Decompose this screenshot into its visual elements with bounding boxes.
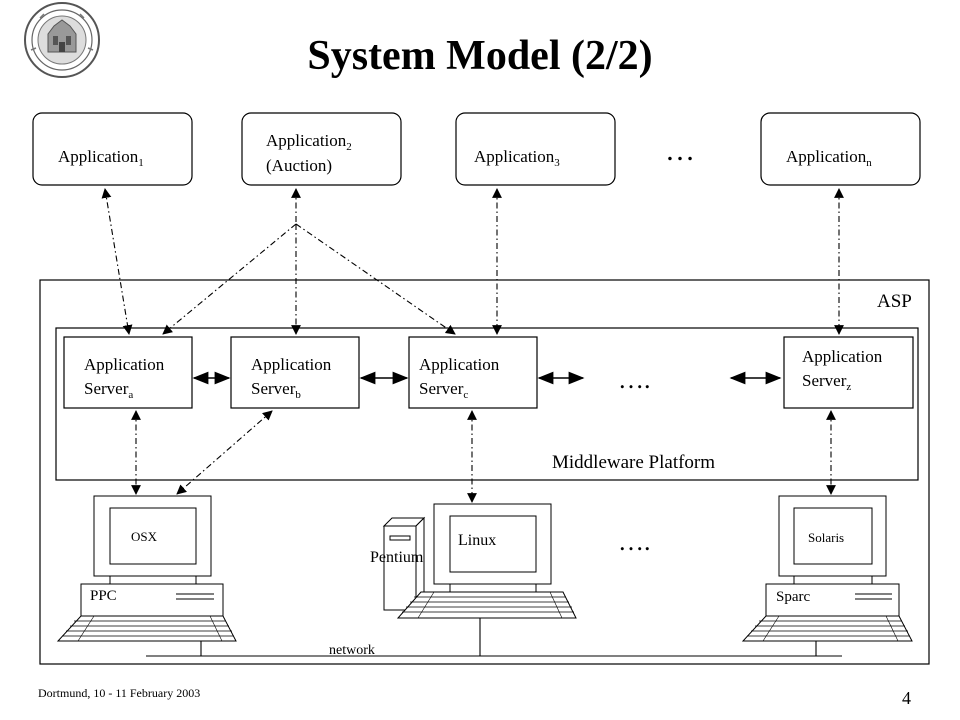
server-z-label-line2: Serverz xyxy=(802,371,851,393)
application-3-label: Application3 xyxy=(474,147,560,169)
ppc-label: PPC xyxy=(90,588,117,604)
pentium-computer-icon xyxy=(382,503,577,619)
application-2-label: Application2 xyxy=(266,131,352,153)
application-1-label: Application1 xyxy=(58,147,144,169)
pentium-label: Pentium xyxy=(370,549,424,566)
asp-container xyxy=(39,279,930,665)
servers-ellipsis: …. xyxy=(618,365,651,394)
asp-label: ASP xyxy=(877,291,912,312)
osx-label: OSX xyxy=(131,529,158,544)
server-b-box xyxy=(230,336,360,409)
application-1-box xyxy=(32,112,193,186)
server-z-label-line1: Application xyxy=(802,347,883,366)
linux-label: Linux xyxy=(458,532,496,549)
university-seal-logo xyxy=(24,2,100,78)
page-number: 4 xyxy=(902,688,911,708)
server-z-box xyxy=(783,336,914,409)
solaris-label: Solaris xyxy=(808,530,844,545)
application-n-box xyxy=(760,112,921,186)
link-server-b-osx xyxy=(176,410,273,495)
middleware-platform-box xyxy=(55,327,919,481)
application-n-label: Applicationn xyxy=(786,147,872,169)
link-app2-server-a xyxy=(162,223,297,335)
link-app2-server-c xyxy=(295,223,456,335)
server-c-label-line2: Serverc xyxy=(419,379,468,401)
ppc-computer-icon xyxy=(56,495,237,642)
server-c-box xyxy=(408,336,538,409)
application-2-subtitle: (Auction) xyxy=(266,156,332,175)
server-a-label-line2: Servera xyxy=(84,379,133,401)
sparc-computer-icon xyxy=(741,495,913,642)
link-app1-server-a xyxy=(101,188,133,335)
server-a-box xyxy=(63,336,193,409)
slide-footer: Dortmund, 10 - 11 February 2003 xyxy=(38,686,201,700)
server-b-label-line2: Serverb xyxy=(251,379,301,401)
application-3-box xyxy=(455,112,616,186)
machines-ellipsis: …. xyxy=(618,527,651,556)
application-2-box xyxy=(241,112,402,186)
applications-ellipsis: … xyxy=(665,134,695,167)
slide-title: System Model (2/2) xyxy=(307,33,653,79)
server-a-label-line1: Application xyxy=(84,355,165,374)
server-b-label-line1: Application xyxy=(251,355,332,374)
middleware-platform-label: Middleware Platform xyxy=(552,452,715,473)
network-label: network xyxy=(329,643,375,658)
sparc-label: Sparc xyxy=(776,589,810,605)
server-c-label-line1: Application xyxy=(419,355,500,374)
